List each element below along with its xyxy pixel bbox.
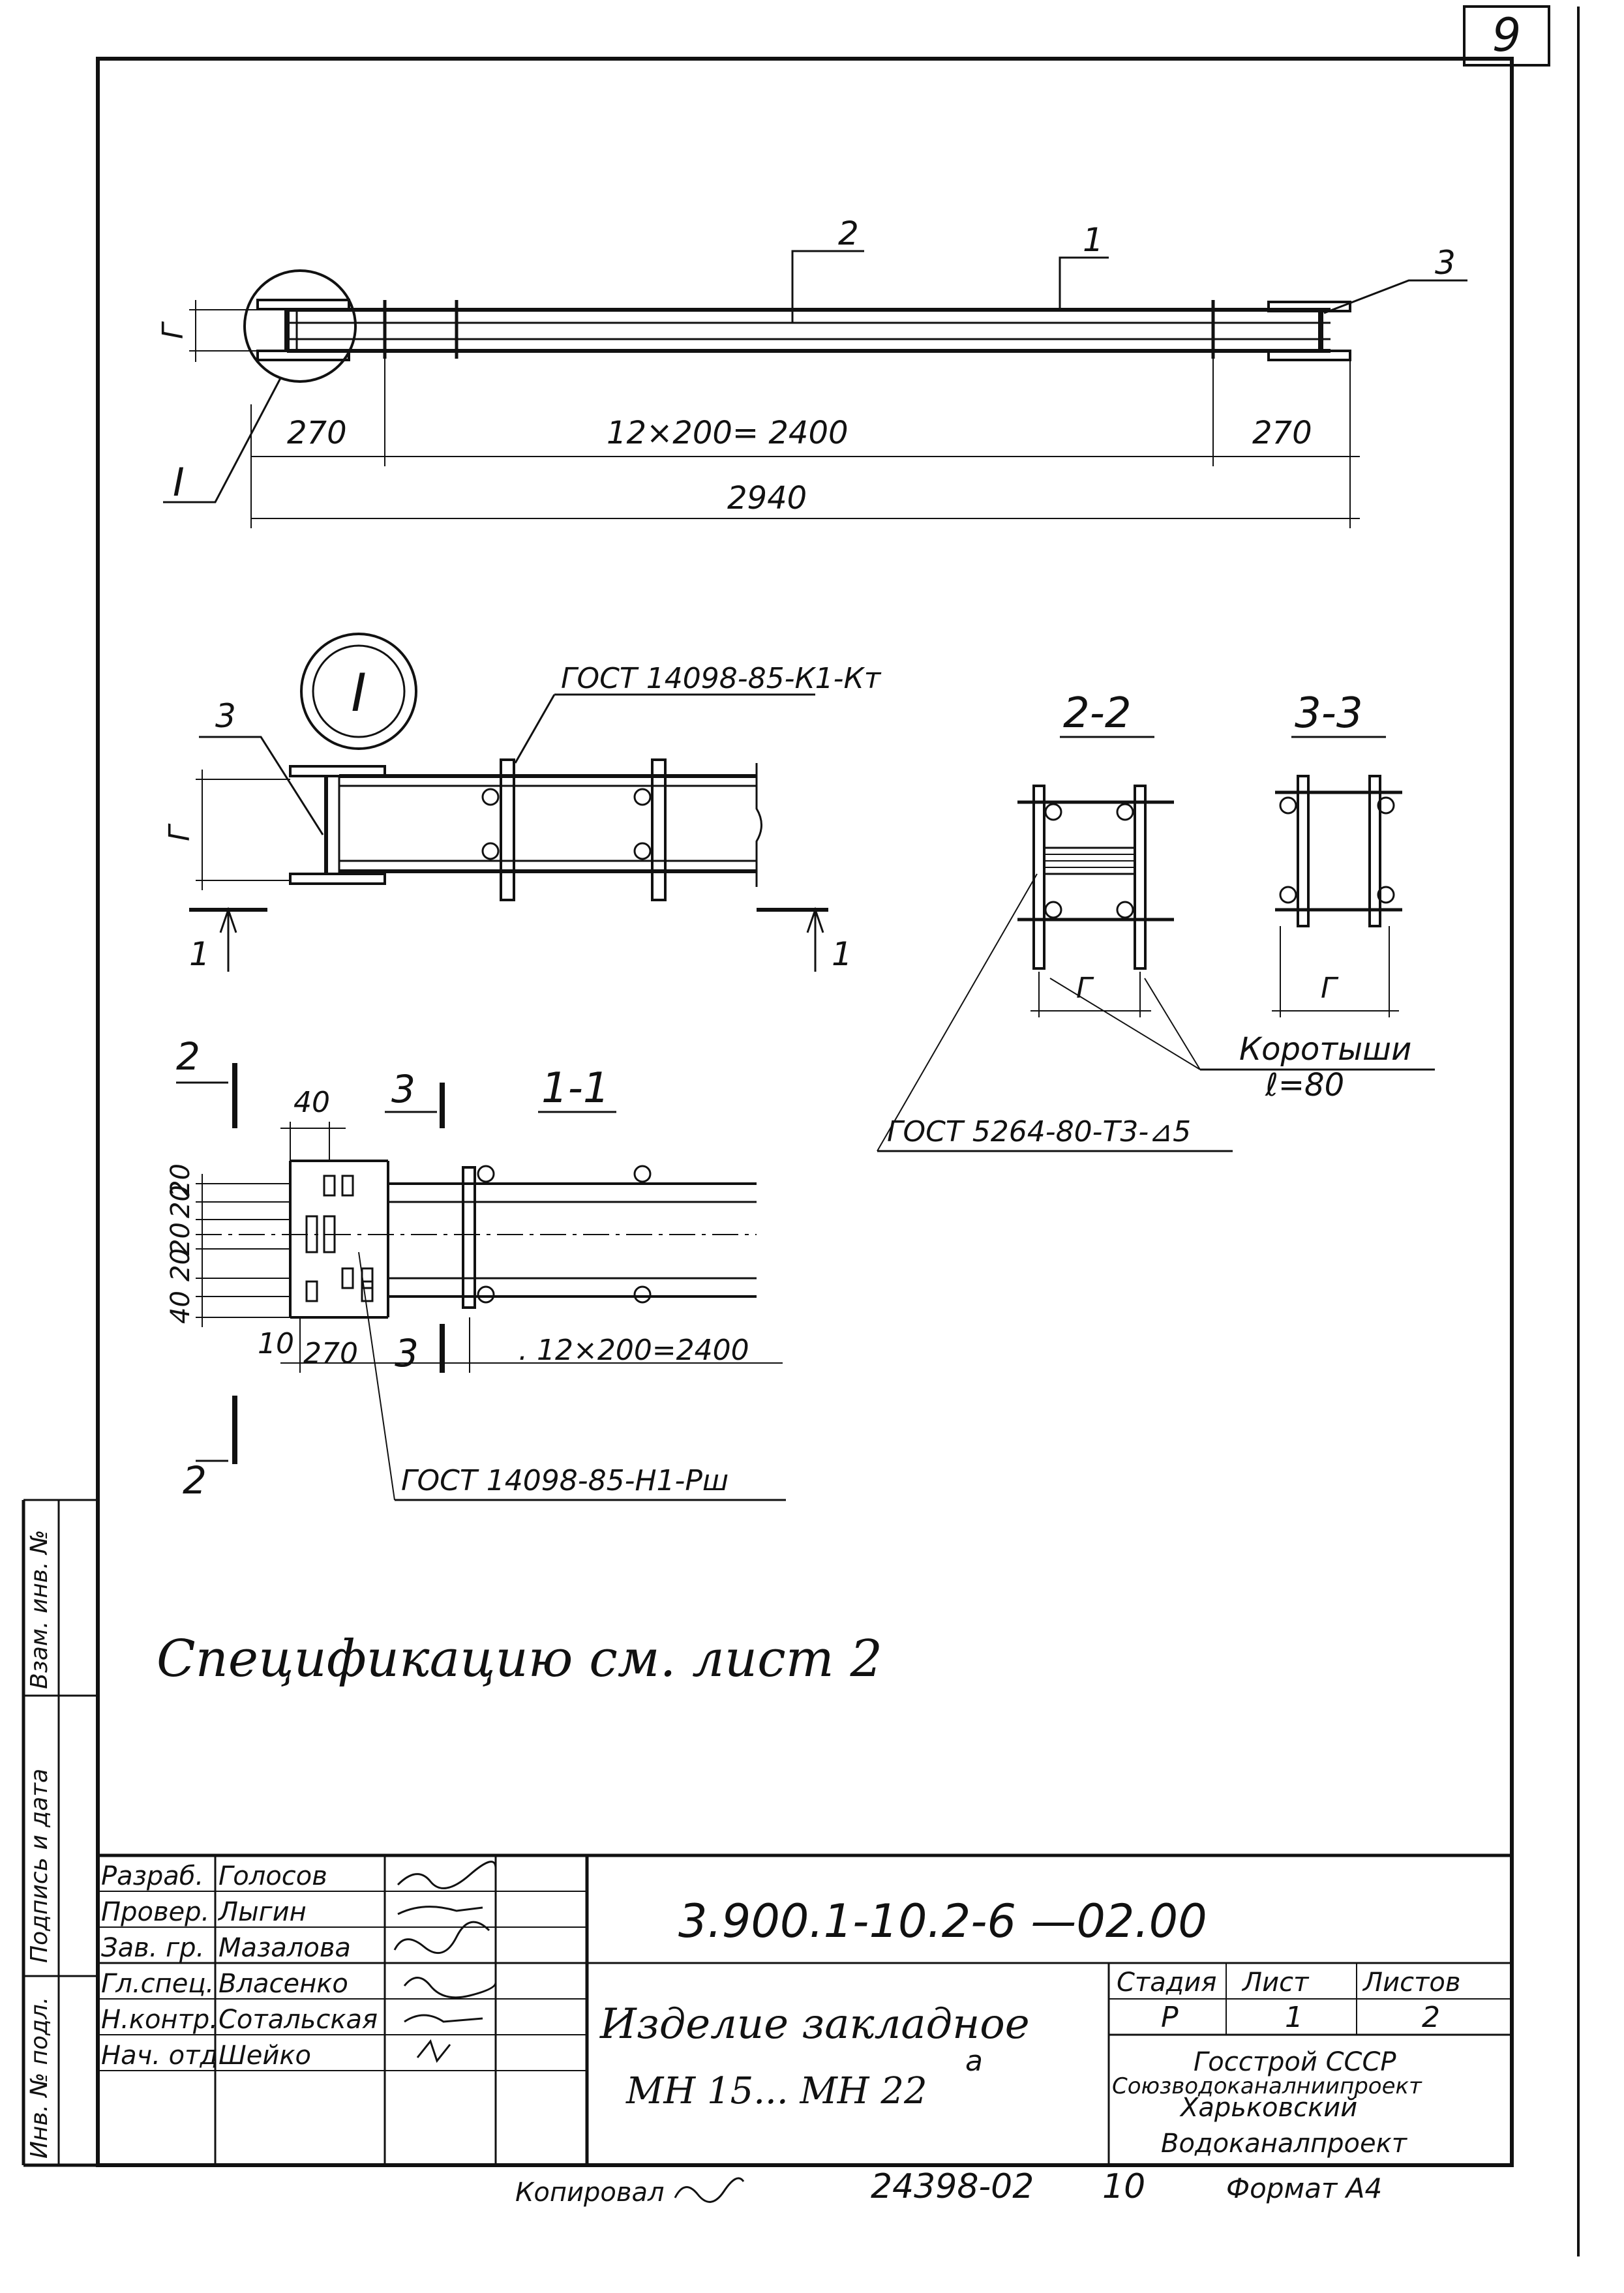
stubs-label: Коротыши [1239,1031,1411,1068]
section-2-2: 2-2 Г [1017,689,1174,1017]
dim-20b: 20 [166,1185,196,1218]
dim-right-270: 270 [1252,415,1312,451]
name-6: Шейко [218,2041,311,2071]
sheet-number: 9 [1492,8,1522,62]
dim-20c: 20 [166,1222,196,1255]
footer-page: 10 [1102,2167,1145,2206]
role-6: Нач. отд. [101,2041,226,2071]
section-3-3-width: Г [1321,972,1339,1005]
detail-height-label: Г [163,823,196,841]
designation: 3.900.1-10.2-6 —02.00 [678,1895,1207,1948]
spec-note: Спецификацию см. лист 2 [157,1630,882,1688]
section-2-2-title: 2-2 [1063,689,1132,738]
stage-value: Р [1161,2001,1179,2034]
cut-3-bottom: 3 [395,1331,419,1375]
footer: Копировал 24398-02 10 Формат А4 [515,2167,1382,2208]
stage-header: Стадия [1117,1968,1216,1998]
sheet-number-box: 9 [1463,5,1550,67]
detail-section-right: 1 [832,935,852,973]
footer-doc-number: 24398-02 [871,2167,1034,2206]
signatures [393,1861,497,2063]
main-height-label: Г [157,321,190,339]
name-1: Голосов [218,1861,327,1891]
margin-label-inv-repl: Взам. инв. № [26,1530,53,1689]
label-pos-1: 1 [1083,221,1104,259]
role-2: Провер. [101,1897,209,1927]
main-view: 2 1 3 I Г 270 12×200= 2400 270 2940 [157,215,1467,528]
stubs-length: ℓ=80 [1265,1067,1344,1103]
sheet-header: Лист [1241,1968,1310,1998]
stubs-note: Коротыши ℓ=80 ГОСТ 5264-80-Т3-⊿5 [877,873,1435,1152]
product-name-line2: МН 15... МН 22 [625,2070,927,2112]
detail-label-3: 3 [215,697,236,735]
role-1: Разраб. [101,1861,203,1891]
dim-40-left: 40 [166,1291,196,1324]
sheets-value: 2 [1422,2001,1440,2034]
org-line2: Союзводоканалниипроект [1112,2073,1422,2099]
footer-format: Формат А4 [1226,2172,1382,2204]
sheet-value: 1 [1285,2001,1303,2034]
title-block: Разраб. Голосов Провер. Лыгин Зав. гр. М… [98,1853,1512,2165]
margin-label-sign-date: Подпись и дата [26,1769,53,1963]
dim-10: 10 [258,1327,294,1360]
copier-signature [674,2177,745,2203]
margin-label-inv-orig: Инв. № подл. [26,1997,53,2159]
dim-40-top: 40 [293,1086,330,1119]
product-name-line1: Изделие закладное [599,2000,1030,2048]
role-3: Зав. гр. [101,1933,204,1963]
cut-2-top: 2 [176,1034,200,1079]
dim-left-270: 270 [287,415,347,451]
dim-20d: 20 [166,1248,196,1281]
role-4: Гл.спец. [101,1969,214,1999]
label-pos-2: 2 [838,215,859,252]
section-3-3-title: 3-3 [1295,689,1363,738]
dim-20a: 20 [166,1163,196,1197]
margin-labels: Инв. № подл. Подпись и дата Взам. инв. № [26,1530,53,2159]
org-line3: Харьковский [1179,2093,1357,2123]
name-4: Власенко [218,1969,348,1999]
dim-total-2940: 2940 [727,480,807,517]
name-3: Мазалова [218,1933,351,1963]
name-2: Лыгин [217,1897,307,1927]
dim-span-2400: . 12×200=2400 [519,1334,749,1367]
section-1-1-title: 1-1 [541,1064,610,1113]
section-1-1-weld-note: ГОСТ 14098-85-Н1-Рш [401,1464,729,1497]
section-1-1: 1-1 2 2 3 3 [166,1034,786,1503]
detail-title-I: I [351,663,367,723]
cut-2-bottom: 2 [183,1458,207,1503]
sheet-frame [22,7,1580,2256]
stubs-weld-note: ГОСТ 5264-80-Т3-⊿5 [887,1115,1191,1148]
name-5: Сотальская [218,2005,378,2035]
label-pos-3: 3 [1435,244,1456,282]
org-line4: Водоканалпроект [1161,2129,1408,2159]
detail-ref-I: I [173,460,185,505]
detail-section-left: 1 [189,935,210,973]
dim-270: 270 [303,1337,358,1370]
detail-I: I ГОСТ 14098-85-К1-Кт 3 Г 1 1 [163,633,882,973]
org-line1: Госстрой СССР [1194,2047,1396,2077]
cut-3-top: 3 [391,1067,415,1111]
detail-weld-note: ГОСТ 14098-85-К1-Кт [561,662,882,695]
sheets-header: Листов [1362,1968,1460,1998]
footer-copied: Копировал [515,2178,665,2208]
role-5: Н.контр. [101,2005,218,2035]
product-superscript: а [965,2045,983,2078]
dim-middle-2400: 12×200= 2400 [607,415,849,451]
section-3-3: 3-3 Г [1272,689,1402,1017]
